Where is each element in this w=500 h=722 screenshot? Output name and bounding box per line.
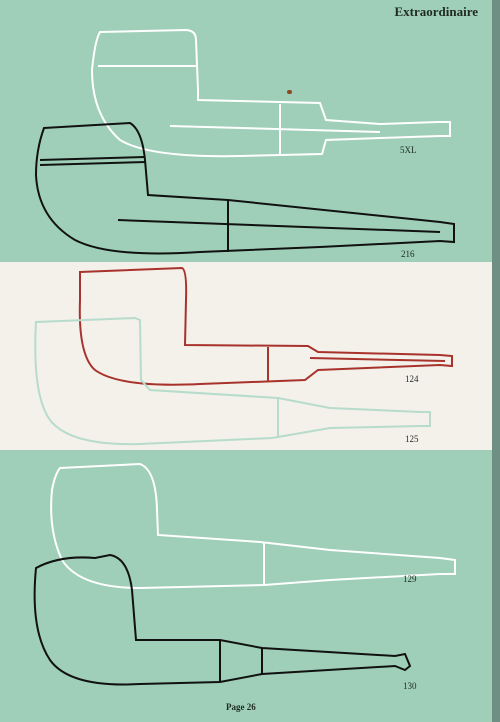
white-band — [0, 262, 492, 450]
pipe-129-outline — [50, 462, 456, 590]
pipe-label-124: 124 — [405, 374, 419, 384]
pipe-label-129: 129 — [403, 574, 417, 584]
pipe-130-outline — [33, 553, 412, 686]
pipe-124-outline — [78, 266, 453, 386]
pipe-label-130: 130 — [403, 681, 417, 691]
pipe-125-outline — [34, 316, 431, 446]
print-speck — [287, 90, 292, 94]
pipe-216-outline — [34, 121, 455, 255]
pipe-5xl-outline — [90, 28, 451, 158]
page-title: Extraordinaire — [394, 4, 478, 19]
pipe-label-5xl: 5XL — [400, 145, 417, 155]
page-number: Page 26 — [226, 702, 256, 712]
pipe-label-216: 216 — [401, 249, 415, 259]
pipe-label-125: 125 — [405, 434, 419, 444]
